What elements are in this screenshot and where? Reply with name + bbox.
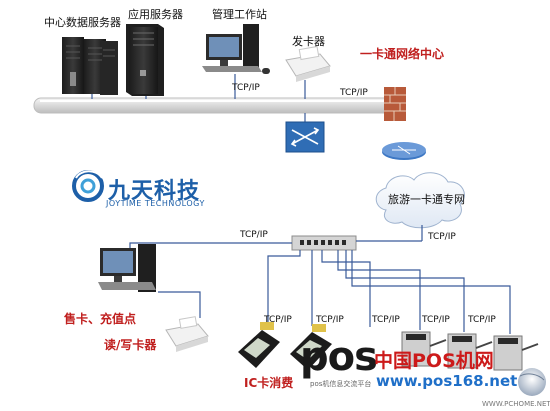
company-name-cn: 九天科技 <box>108 179 201 204</box>
watermark-subtitle: pos机信息交流平台 <box>310 380 372 388</box>
tcp-label: TCP/IP <box>264 315 292 325</box>
rw-card-reader-label: 读/写卡器 <box>104 338 157 352</box>
tcp-label: TCP/IP <box>340 88 368 98</box>
company-logo-icon <box>72 170 104 202</box>
tourism-network-cloud <box>375 172 465 229</box>
central-db-server-icon <box>62 37 118 95</box>
upper-drops <box>91 74 306 99</box>
router-icon <box>382 142 426 160</box>
mgmt-station-label: 管理工作站 <box>212 8 267 21</box>
tcp-label: TCP/IP <box>372 315 400 325</box>
ic-card-consume-label: IC卡消费 <box>244 376 294 390</box>
app-server-icon <box>126 24 164 96</box>
pos-terminal-icon <box>290 324 332 370</box>
watermark-site: WWW.PCHOME.NET <box>482 400 550 408</box>
watermark-globe-icon <box>518 368 546 396</box>
backbone-bus <box>33 97 403 114</box>
sale-point-pc-icon <box>98 244 156 292</box>
core-switch-icon <box>285 113 325 153</box>
tcp-label: TCP/IP <box>468 315 496 325</box>
central-db-server-label: 中心数据服务器 <box>44 16 121 29</box>
company-name-en: JOYTIME TECHNOLOGY <box>106 199 205 208</box>
lower-switch-icon <box>291 235 357 251</box>
tcp-label: TCP/IP <box>232 83 260 93</box>
pos-terminal-icon <box>238 322 280 368</box>
rw-card-reader-icon <box>165 316 209 352</box>
tcp-label: TCP/IP <box>422 315 450 325</box>
firewall-icon <box>384 87 406 121</box>
tourism-network-label: 旅游一卡通专网 <box>388 193 465 206</box>
sale-recharge-label: 售卡、充值点 <box>64 312 137 326</box>
watermark-cn-name: 中国POS机网 <box>374 350 494 372</box>
card-issuer-icon <box>285 45 331 82</box>
card-issuer-label: 发卡器 <box>292 35 325 48</box>
tcp-label: TCP/IP <box>240 230 268 240</box>
turnstile-icon <box>447 333 493 369</box>
watermark-pos: pos <box>300 334 378 380</box>
turnstile-icon <box>493 335 539 371</box>
app-server-label: 应用服务器 <box>128 8 183 21</box>
tcp-label: TCP/IP <box>316 315 344 325</box>
mgmt-workstation-icon <box>202 24 270 74</box>
watermark-url: www.pos168.net <box>376 372 518 390</box>
turnstile-icon <box>401 331 447 367</box>
tcp-label: TCP/IP <box>428 232 456 242</box>
network-center-label: 一卡通网络中心 <box>360 47 445 61</box>
